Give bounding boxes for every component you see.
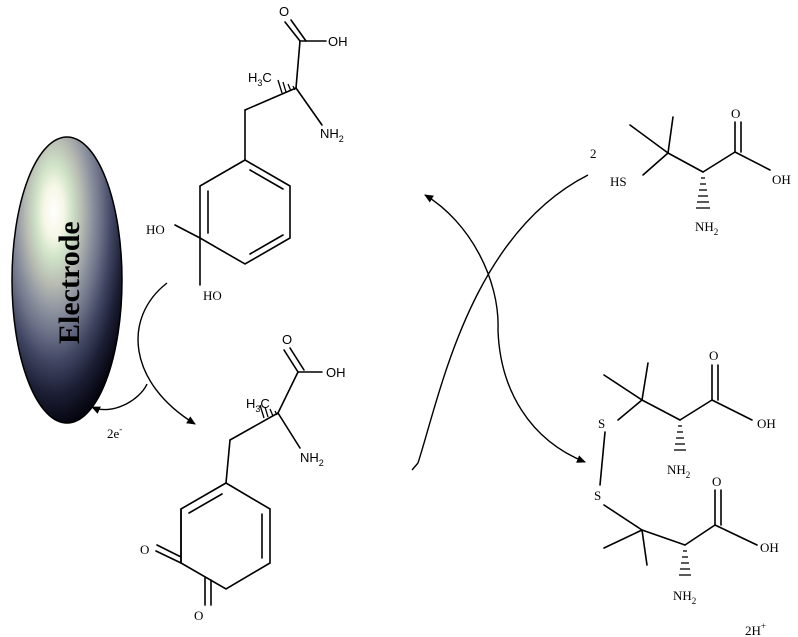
disulfide-formation-arrow	[497, 329, 586, 463]
carbonyl-oxygen-label: O	[279, 4, 289, 19]
quinone-oxygen-1: O	[140, 542, 149, 557]
levodopa-molecule: O OH H3C NH2 HO HO	[146, 4, 348, 303]
quinone-amine-label: NH2	[300, 450, 324, 468]
disulfide-oh-2: OH	[760, 540, 779, 555]
electrode-body	[11, 136, 123, 424]
levodopa-hydroxyl-3: HO	[146, 222, 165, 237]
levodopa-hydroxyl-4: HO	[203, 288, 222, 303]
quinone-oxygen-2: O	[194, 608, 203, 623]
penicillamine-carbonyl-oxygen: O	[731, 106, 740, 121]
quinone-oh-label: OH	[326, 365, 346, 380]
disulfide-molecule: S S O OH NH2 O OH NH2	[594, 348, 779, 606]
levodopa-methyl-label: H3C	[248, 70, 272, 88]
disulfide-sulfur-1: S	[598, 416, 605, 431]
protons-label: 2H+	[745, 621, 766, 637]
electrode-label: Electrode	[53, 221, 86, 344]
disulfide-carbonyl-oxygen-1: O	[709, 348, 718, 363]
disulfide-oh-1: OH	[757, 416, 776, 431]
regeneration-arrow	[417, 174, 589, 464]
penicillamine-molecule: 2 HS O OH NH2	[590, 106, 791, 237]
quinone-molecule: O OH H3C NH2 O O	[140, 332, 346, 623]
electrode: Electrode	[11, 136, 123, 424]
penicillamine-oh-label: OH	[772, 172, 791, 187]
levodopa-oh-label: OH	[328, 34, 348, 49]
disulfide-sulfur-2: S	[594, 488, 601, 503]
levodopa-amine-label: NH2	[320, 126, 344, 144]
penicillamine-coefficient: 2	[590, 146, 597, 161]
electron-release-arrow	[91, 383, 148, 414]
quinone-carbonyl-oxygen: O	[282, 332, 292, 347]
disulfide-carbonyl-oxygen-2: O	[712, 474, 721, 489]
oxidation-arrow	[137, 282, 196, 425]
disulfide-amine-2: NH2	[673, 588, 696, 606]
quinone-methyl-label: H3C	[246, 396, 270, 414]
levodopa-return-arrow	[424, 194, 499, 331]
electrons-label: 2e-	[107, 424, 122, 441]
disulfide-amine-1: NH2	[667, 462, 690, 480]
regeneration-arrow-head	[411, 462, 419, 471]
penicillamine-thiol-label: HS	[610, 174, 627, 189]
penicillamine-amine-label: NH2	[695, 219, 718, 237]
